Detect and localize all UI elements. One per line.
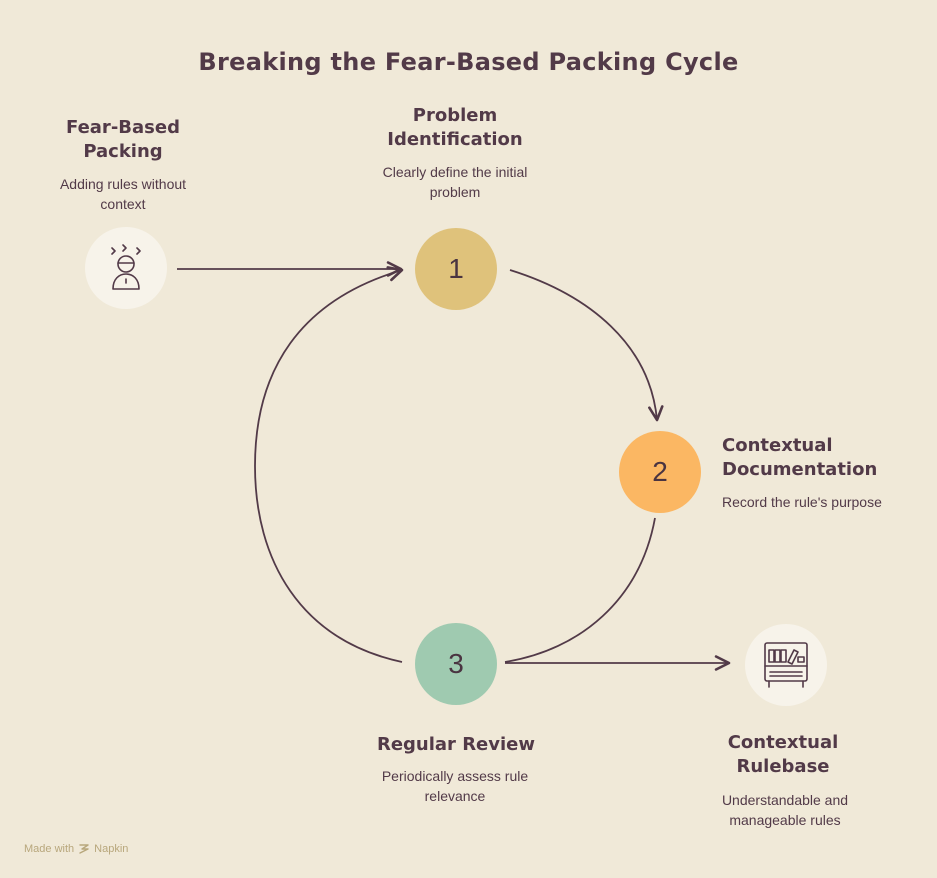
step2-heading: Contextual Documentation	[722, 435, 878, 480]
end-heading: Contextual Rulebase	[727, 732, 839, 777]
arrow-step3-to-step1	[254, 266, 404, 663]
footer-brand: Napkin	[94, 843, 129, 855]
step1-circle: 1	[415, 228, 497, 310]
step1-description: Clearly define the initial problem	[382, 164, 528, 200]
arc-step2-to-step3	[504, 517, 656, 663]
stressed-person-icon	[111, 244, 141, 290]
start-description: Adding rules without context	[59, 176, 187, 212]
napkin-logo-icon	[79, 844, 89, 854]
step1-number: 1	[448, 253, 464, 284]
end-description: Understandable and manageable rules	[721, 792, 849, 828]
step2-number: 2	[652, 456, 668, 487]
start-heading: Fear-Based Packing	[66, 117, 180, 162]
step3-heading: Regular Review	[376, 734, 536, 755]
step3-description: Periodically assess rule relevance	[381, 768, 529, 804]
step3-number: 3	[448, 648, 464, 679]
diagram-title: Breaking the Fear-Based Packing Cycle	[198, 48, 739, 76]
step2-description: Record the rule's purpose	[722, 494, 882, 510]
arrow-step1-to-step2	[509, 269, 664, 422]
end-node	[745, 624, 827, 706]
footer-watermark: Made with Napkin	[24, 843, 128, 855]
bookshelf-icon	[764, 642, 808, 688]
start-node	[85, 227, 167, 309]
step2-circle: 2	[619, 431, 701, 513]
step3-circle: 3	[415, 623, 497, 705]
footer-made-with: Made with	[24, 843, 75, 855]
step1-heading: Problem Identification	[387, 105, 523, 150]
